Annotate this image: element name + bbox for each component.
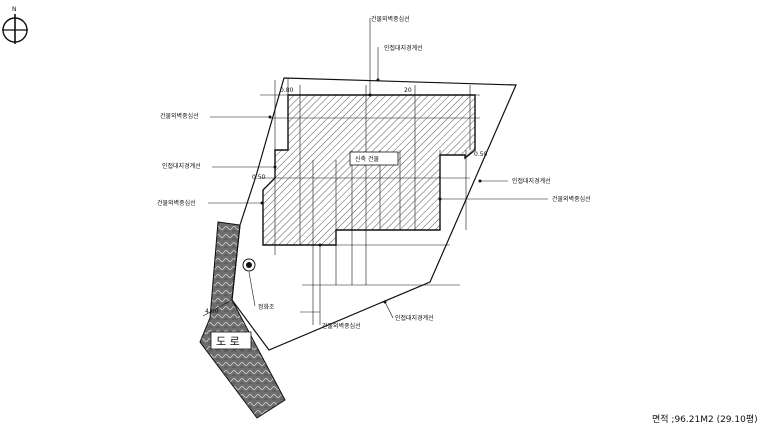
road: 도 로 4.00: [199, 221, 286, 419]
building-label: 신축 건물: [355, 155, 379, 163]
annotation-left-upper-wall: 건물외벽중심선: [160, 112, 199, 120]
road-surface: [199, 221, 286, 419]
road-label: 도 로: [216, 335, 240, 348]
dim-top-left: 0.80: [280, 87, 294, 94]
annotation-bottom-wall: 건물외벽중심선: [322, 322, 361, 330]
site-boundary: [231, 77, 517, 351]
north-arrow-label: N: [12, 6, 17, 13]
road-width-dim: [202, 299, 233, 317]
annotation-left-lower-wall: 건물외벽중심선: [157, 199, 196, 207]
annotation-right-boundary: 인접대지경계선: [512, 177, 551, 185]
annotation-right-wall: 건물외벽중심선: [552, 195, 591, 203]
road-width-text: 4.00: [205, 308, 219, 315]
annotation-top-boundary: 인접대지경계선: [384, 44, 423, 52]
leader-arrows: [260, 78, 482, 304]
site-area-text: 면적 ;96.21M2 (29.10평): [652, 413, 758, 425]
annotation-left-boundary: 인접대지경계선: [162, 162, 201, 170]
road-label-box: [210, 331, 252, 350]
manhole-icon: [242, 258, 256, 272]
annotation-top-wall: 건물외벽중심선: [371, 15, 410, 23]
leader-lines: [208, 18, 548, 325]
building-label-box: [349, 151, 399, 166]
annotation-manhole: 정화조: [258, 304, 275, 311]
dim-top-right: 20: [404, 87, 412, 94]
dim-right-offset: 0.50: [474, 151, 488, 158]
building-outline: [262, 94, 476, 246]
building-footprint: 신축 건물: [262, 94, 476, 246]
dim-left-offset: 0.50: [252, 174, 266, 181]
annotation-bottom-boundary: 인접대지경계선: [395, 314, 434, 322]
north-arrow: N: [2, 6, 28, 44]
